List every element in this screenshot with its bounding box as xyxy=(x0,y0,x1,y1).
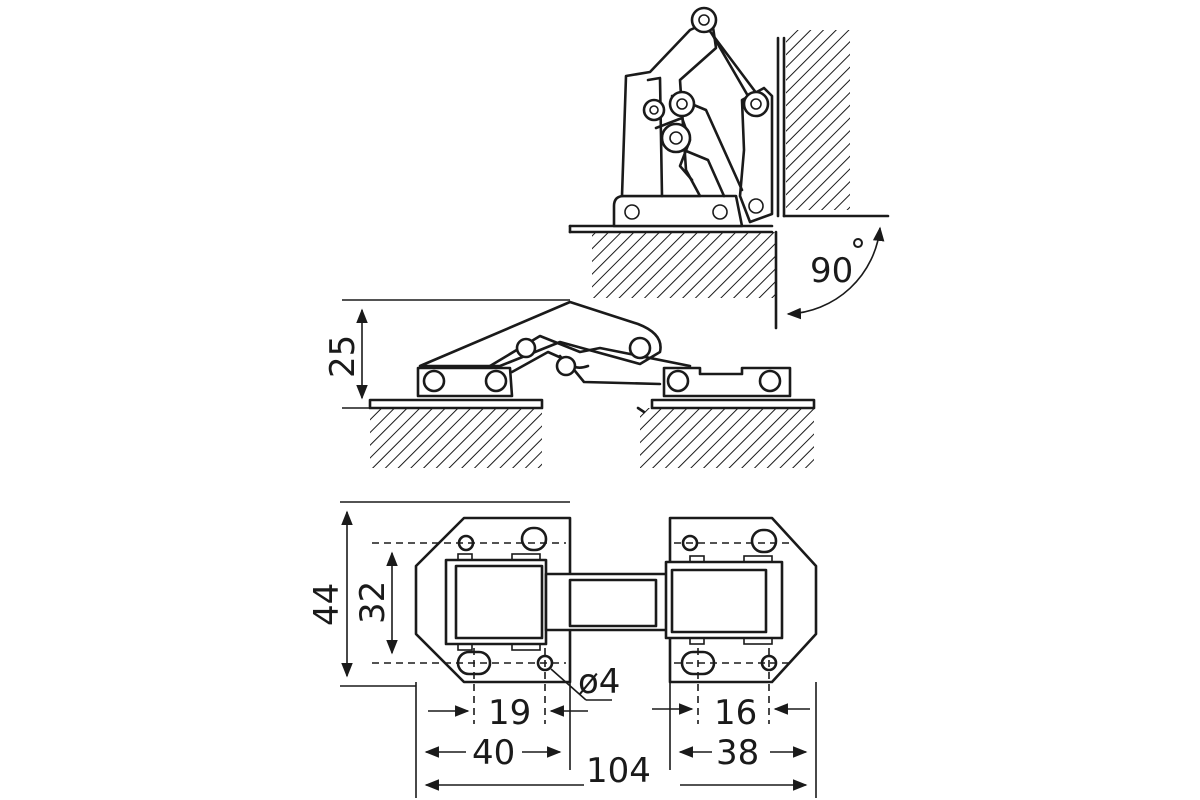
right-mounting-plate xyxy=(662,366,792,398)
side-view: 25 xyxy=(323,299,816,468)
door-hatching xyxy=(786,30,850,210)
open-90-view: 90 ° xyxy=(568,6,890,330)
left-hole-offset-label: 19 xyxy=(488,693,531,733)
mounting-screw-hole xyxy=(624,204,640,220)
top-view: 44 32 ø4 19 16 40 38 104 xyxy=(307,501,818,798)
connecting-arm xyxy=(544,572,672,632)
right-panel-hatching xyxy=(640,408,814,468)
base-plate xyxy=(612,194,744,228)
cabinet-hatching xyxy=(592,232,776,298)
right-plate-length-label: 38 xyxy=(716,733,759,773)
right-hole-offset-label: 16 xyxy=(714,693,757,733)
left-panel-surface xyxy=(368,398,544,410)
hole-diameter-label: ø4 xyxy=(578,662,620,702)
upper-link xyxy=(418,300,662,368)
degree-sign: ° xyxy=(850,232,866,270)
right-arm-housing xyxy=(664,560,784,640)
left-plate-length-label: 40 xyxy=(472,733,515,773)
angle-label: 90 xyxy=(810,251,853,291)
angle-arc xyxy=(786,226,885,320)
left-arm-housing xyxy=(444,558,548,646)
pivot-pin xyxy=(690,6,718,34)
right-panel-surface xyxy=(650,398,816,410)
overall-length-label: 104 xyxy=(586,751,651,791)
hinge-mechanism-open xyxy=(612,6,774,228)
hole-spacing-label: 32 xyxy=(353,581,393,624)
left-panel-hatching xyxy=(370,408,542,468)
diameter-leader xyxy=(550,668,587,701)
slot-hole xyxy=(520,526,548,552)
width-label: 44 xyxy=(307,583,347,626)
door-plate xyxy=(738,86,774,224)
lever-arm xyxy=(620,18,718,198)
height-label: 25 xyxy=(323,335,363,378)
